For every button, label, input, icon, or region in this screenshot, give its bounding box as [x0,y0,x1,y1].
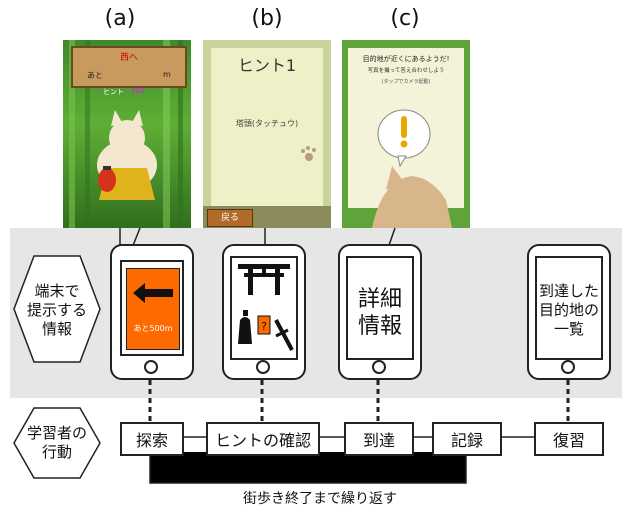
device-info-line3: 情報 [41,320,72,338]
home-button [561,360,575,374]
speech-bubble-illustration [372,109,452,228]
tablet-arrival: 詳細 情報 [338,244,422,380]
device-info-line1: 端末で [34,282,80,300]
tablet-hint: ? [222,244,306,380]
detail-line1: 詳細 [357,287,402,312]
device-info-line2: 提示する [26,301,87,319]
paw-print-icon [301,146,316,161]
tablet-explore-screen: あと500m [120,260,184,356]
hint-card [211,48,323,206]
detail-info-text: 詳細 情報 [348,286,412,340]
direction-board: 西へ あと m [71,46,187,88]
left-arrow-icon [133,283,173,303]
step-arrive: 到達 [344,422,414,456]
hint-count: 303 [131,87,145,95]
tablet-explore: あと500m [110,244,194,380]
question-icon: ? [257,315,271,335]
distance-unit: m [163,70,171,79]
direction-text: 西へ [119,53,138,63]
arrival-line3: (タップでカメラ起動) [381,79,431,85]
hint-icons: ? [238,264,294,351]
device-info-label: 端末で 提示する 情報 [12,282,102,339]
hexagon-learner-action [13,407,101,479]
step-check-hint: ヒントの確認 [206,422,320,456]
bell-icon [238,310,252,344]
hint-label: ヒント [103,88,124,96]
torii-icon [238,264,290,295]
list-line1: 到達した [538,282,599,300]
loop-label: 街歩き終了まで繰り返す [243,491,397,507]
hint-title: ヒント1 [237,56,297,75]
back-button[interactable]: 戻る [207,209,253,227]
panel-label-b: (b) [251,6,283,31]
tablet-review: 到達した 目的地の 一覧 [527,244,611,380]
home-button [372,360,386,374]
step-review: 復習 [534,422,604,456]
tablet-arrival-screen: 詳細 情報 [346,256,414,360]
distance-panel: あと500m [126,268,180,350]
distance-text: あと500m [133,324,173,333]
distance-prefix: あと [87,71,103,80]
list-line2: 目的地の [538,301,599,319]
home-button [144,360,158,374]
bamboo-background [69,40,183,228]
learner-action-label: 学習者の 行動 [12,424,102,462]
arrival-line2: 写真を撮って答え合わせしよう [367,68,445,74]
panel-label-a: (a) [104,6,136,31]
learner-action-line1: 学習者の [26,424,87,442]
tablet-hint-screen: ? [230,256,298,360]
detail-line2: 情報 [357,314,402,339]
screenshot-a: 西へ あと m ヒント 303 [63,40,191,228]
home-button [256,360,270,374]
screenshot-c: 目的地が近くにあるようだ! 写真を撮って答え合わせしよう (タップでカメラ起動) [342,40,470,228]
screenshot-b: ヒント1 塔頭(タッチュウ) 戻る [203,40,331,228]
arrival-line1: 目的地が近くにあるようだ! [362,55,450,63]
hint-text: 塔頭(タッチュウ) [235,119,299,128]
step-record: 記録 [432,422,502,456]
tablet-review-screen: 到達した 目的地の 一覧 [535,256,603,360]
step-explore: 探索 [120,422,184,456]
svg-text:?: ? [261,320,267,333]
sword-icon [274,319,294,351]
hexagon-device-info [13,255,101,363]
destination-list-text: 到達した 目的地の 一覧 [537,282,601,339]
learner-action-line2: 行動 [41,443,72,461]
panel-label-c: (c) [390,6,420,31]
list-line3: 一覧 [553,320,584,338]
